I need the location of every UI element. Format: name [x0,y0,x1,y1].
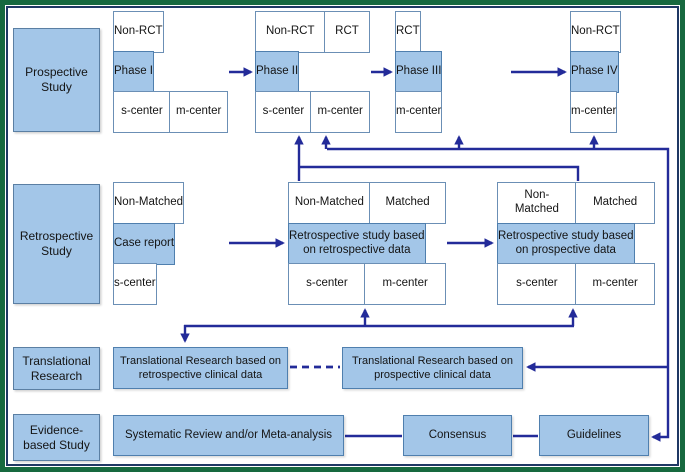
retro-retrodata-scenter-cell: s-center [288,263,366,305]
retro-retrodata-nonmatched-cell: Non-Matched [288,182,371,224]
case-report-title-cell: Case report [113,222,176,265]
case-report-matching-cell: Non-Matched [113,182,185,224]
retro-prodata-matched-cell: Matched [575,182,655,224]
retro-study-retrodata-box: Non-Matched Matched Retrospective study … [288,182,446,305]
retro-retrodata-matched-cell: Matched [369,182,446,224]
case-report-scenter-cell: s-center [113,263,157,305]
row-label-translational-research: Translational Research [13,347,100,390]
row-label-text: Evidence-based Study [23,422,90,452]
retro-prodata-title-cell: Retrospective study based on prospective… [497,222,635,265]
retro-prodata-nonmatched-cell: Non- Matched [497,182,577,224]
retro-prodata-mcenter-cell: m-center [575,263,655,305]
row-label-prospective-study: Prospective Study [13,28,100,132]
row-label-retrospective-study: Retrospective Study [13,184,100,304]
phase-2-scenter-cell: s-center [255,91,312,134]
row-label-text: Prospective Study [25,65,88,94]
phase-4-mcenter-cell: m-center [570,91,618,134]
phase-2-mcenter-cell: m-center [310,91,370,134]
arrow-bus-to-guidelines [327,147,670,442]
systematic-review-box: Systematic Review and/or Meta-analysis [113,415,344,456]
row-label-text: Retrospective Study [19,229,94,258]
phase-3-box: RCT Phase III m-center [395,11,510,134]
retro-study-prodata-box: Non- Matched Matched Retrospective study… [497,182,655,305]
phase-3-mcenter-cell: m-center [395,91,443,134]
phase-2-title-cell: Phase II [255,51,300,93]
retro-prodata-scenter-cell: s-center [497,263,577,305]
phase-1-title-cell: Phase I [113,51,154,93]
guidelines-box: Guidelines [539,415,649,456]
retro-retrodata-title-cell: Retrospective study based on retrospecti… [288,222,426,265]
phase-2-design-nonrct-cell: Non-RCT [255,11,326,53]
case-report-box: Non-Matched Case report s-center [113,182,228,305]
phase-1-design-cell: Non-RCT [113,11,164,53]
phase-4-design-cell: Non-RCT [570,11,621,53]
phase-2-design-rct-cell: RCT [323,11,370,53]
phase-1-scenter-cell: s-center [113,91,171,134]
consensus-box: Consensus [403,415,512,456]
row-label-evidence-based-study: Evidence-based Study [13,414,100,461]
retro-retrodata-mcenter-cell: m-center [364,263,446,305]
phase-1-mcenter-cell: m-center [169,91,228,134]
translational-prospective-box: Translational Research based on prospect… [342,347,523,389]
line-prodata-top-to-junction [300,165,580,181]
phase-1-box: Non-RCT Phase I s-center m-center [113,11,228,134]
phase-2-box: Non-RCT RCT Phase II s-center m-center [255,11,370,134]
phase-4-box: Non-RCT Phase IV m-center [570,11,673,134]
row-label-text: Translational Research [22,353,91,383]
phase-3-title-cell: Phase III [395,51,443,93]
translational-retro-box: Translational Research based on retrospe… [113,347,288,389]
phase-4-title-cell: Phase IV [570,51,619,93]
phase-3-design-cell: RCT [395,11,421,53]
